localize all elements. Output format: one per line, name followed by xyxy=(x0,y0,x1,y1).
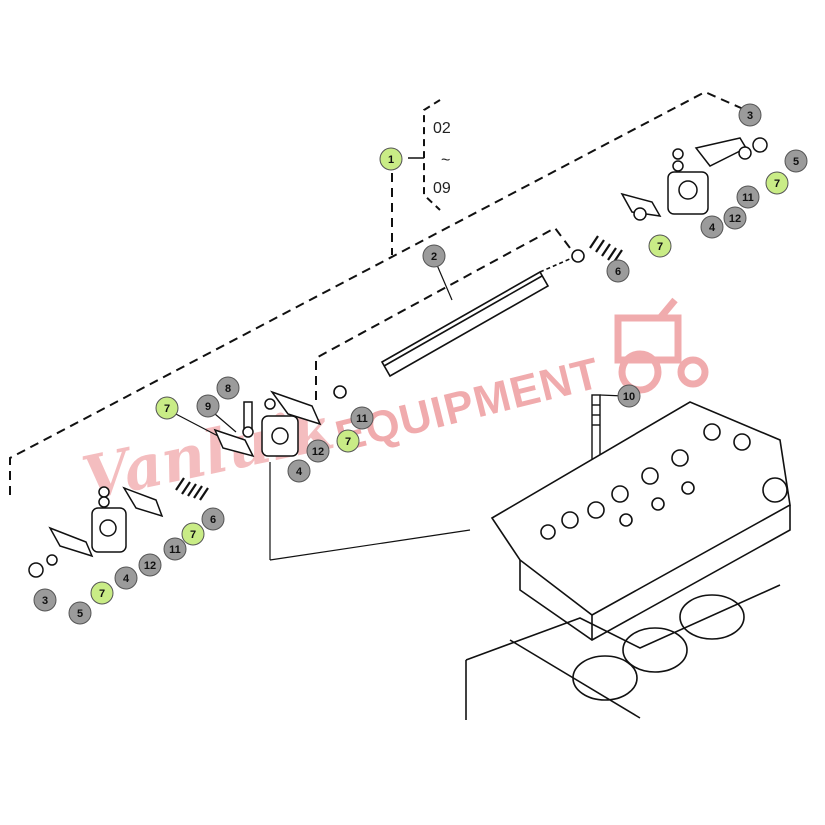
callout-label: 11 xyxy=(742,192,754,204)
callout-label: 3 xyxy=(747,110,753,122)
assembly-outline xyxy=(9,90,751,495)
callout-7: 7 xyxy=(336,429,360,453)
rocker-group-right xyxy=(620,137,768,221)
callout-5: 5 xyxy=(68,601,92,625)
callout-bubble xyxy=(765,171,789,195)
callout-6: 6 xyxy=(606,259,630,283)
callout-label: 7 xyxy=(190,529,196,541)
callout-11: 11 xyxy=(163,537,187,561)
callout-bubble xyxy=(336,429,360,453)
callout-bubble xyxy=(114,566,138,590)
callout-bubble xyxy=(90,581,114,605)
callout-bubble xyxy=(287,459,311,483)
callout-bubble xyxy=(617,384,641,408)
spring-left xyxy=(175,477,209,501)
callout-label: 8 xyxy=(225,383,231,395)
callout-bubble xyxy=(422,244,446,268)
callout-bubble xyxy=(33,588,57,612)
callout-9: 9 xyxy=(196,394,220,418)
callout-1: 1 xyxy=(379,147,403,171)
callout-12: 12 xyxy=(138,553,162,577)
callout-bubble xyxy=(738,103,762,127)
callout-bubble xyxy=(216,376,240,400)
callout-4: 4 xyxy=(287,459,311,483)
callout-label: 7 xyxy=(345,436,351,448)
callout-label: 11 xyxy=(169,544,181,556)
callout-4: 4 xyxy=(114,566,138,590)
callout-label: 7 xyxy=(99,588,105,600)
callout-5: 5 xyxy=(784,149,808,173)
callout-bubble xyxy=(379,147,403,171)
callout-label: 5 xyxy=(77,608,83,620)
callout-bubble xyxy=(784,149,808,173)
callout-bubble xyxy=(68,601,92,625)
rocker-group-middle xyxy=(213,390,322,458)
callout-6: 6 xyxy=(201,507,225,531)
callout-label: 6 xyxy=(210,514,216,526)
callout-label: 3 xyxy=(42,595,48,607)
callout-2: 2 xyxy=(422,244,446,268)
callout-10: 10 xyxy=(617,384,641,408)
callout-7: 7 xyxy=(648,234,672,258)
callout-7: 7 xyxy=(765,171,789,195)
model-range-bracket: 02 ~ 09 xyxy=(408,99,451,211)
callout-label: 2 xyxy=(431,251,437,263)
callout-7: 7 xyxy=(90,581,114,605)
callout-label: 7 xyxy=(774,178,780,190)
engine-block xyxy=(465,584,781,720)
callout-11: 11 xyxy=(350,406,374,430)
callout-3: 3 xyxy=(738,103,762,127)
range-tilde: ~ xyxy=(441,152,450,169)
spring-right xyxy=(589,235,623,263)
callout-label: 7 xyxy=(657,241,663,253)
callout-label: 1 xyxy=(388,154,394,166)
watermark-brand: EQUIPMENT xyxy=(331,349,605,462)
tractor-logo-icon xyxy=(614,297,709,394)
callout-label: 6 xyxy=(615,266,621,278)
callout-label: 12 xyxy=(144,560,156,572)
callout-label: 9 xyxy=(205,401,211,413)
callout-bubble xyxy=(350,406,374,430)
callout-label: 4 xyxy=(709,222,716,234)
callout-label: 7 xyxy=(164,403,170,415)
callout-label: 12 xyxy=(729,213,741,225)
callout-7: 7 xyxy=(181,522,205,546)
cylinder-head xyxy=(490,401,791,641)
callout-bubble xyxy=(306,439,330,463)
callout-7: 7 xyxy=(155,396,179,420)
callout-12: 12 xyxy=(306,439,330,463)
callout-bubble xyxy=(163,537,187,561)
callout-bubble xyxy=(155,396,179,420)
callout-8: 8 xyxy=(216,376,240,400)
callout-bubble xyxy=(700,215,724,239)
callout-12: 12 xyxy=(723,206,747,230)
callout-4: 4 xyxy=(700,215,724,239)
callout-bubble xyxy=(196,394,220,418)
callout-3: 3 xyxy=(33,588,57,612)
rocker-group-left xyxy=(28,486,164,578)
callout-label: 12 xyxy=(312,446,324,458)
callout-bubble xyxy=(736,185,760,209)
callout-bubble xyxy=(606,259,630,283)
callout-bubble xyxy=(138,553,162,577)
range-from: 02 xyxy=(433,120,451,137)
callout-bubble xyxy=(201,507,225,531)
callout-label: 10 xyxy=(623,391,635,403)
callout-label: 4 xyxy=(123,573,130,585)
callout-11: 11 xyxy=(736,185,760,209)
callout-label: 5 xyxy=(793,156,799,168)
callout-label: 4 xyxy=(296,466,303,478)
callout-label: 11 xyxy=(356,413,368,425)
callout-bubble xyxy=(723,206,747,230)
rocker-shaft xyxy=(333,249,585,399)
callout-bubble xyxy=(648,234,672,258)
range-to: 09 xyxy=(433,180,451,197)
callout-bubble xyxy=(181,522,205,546)
